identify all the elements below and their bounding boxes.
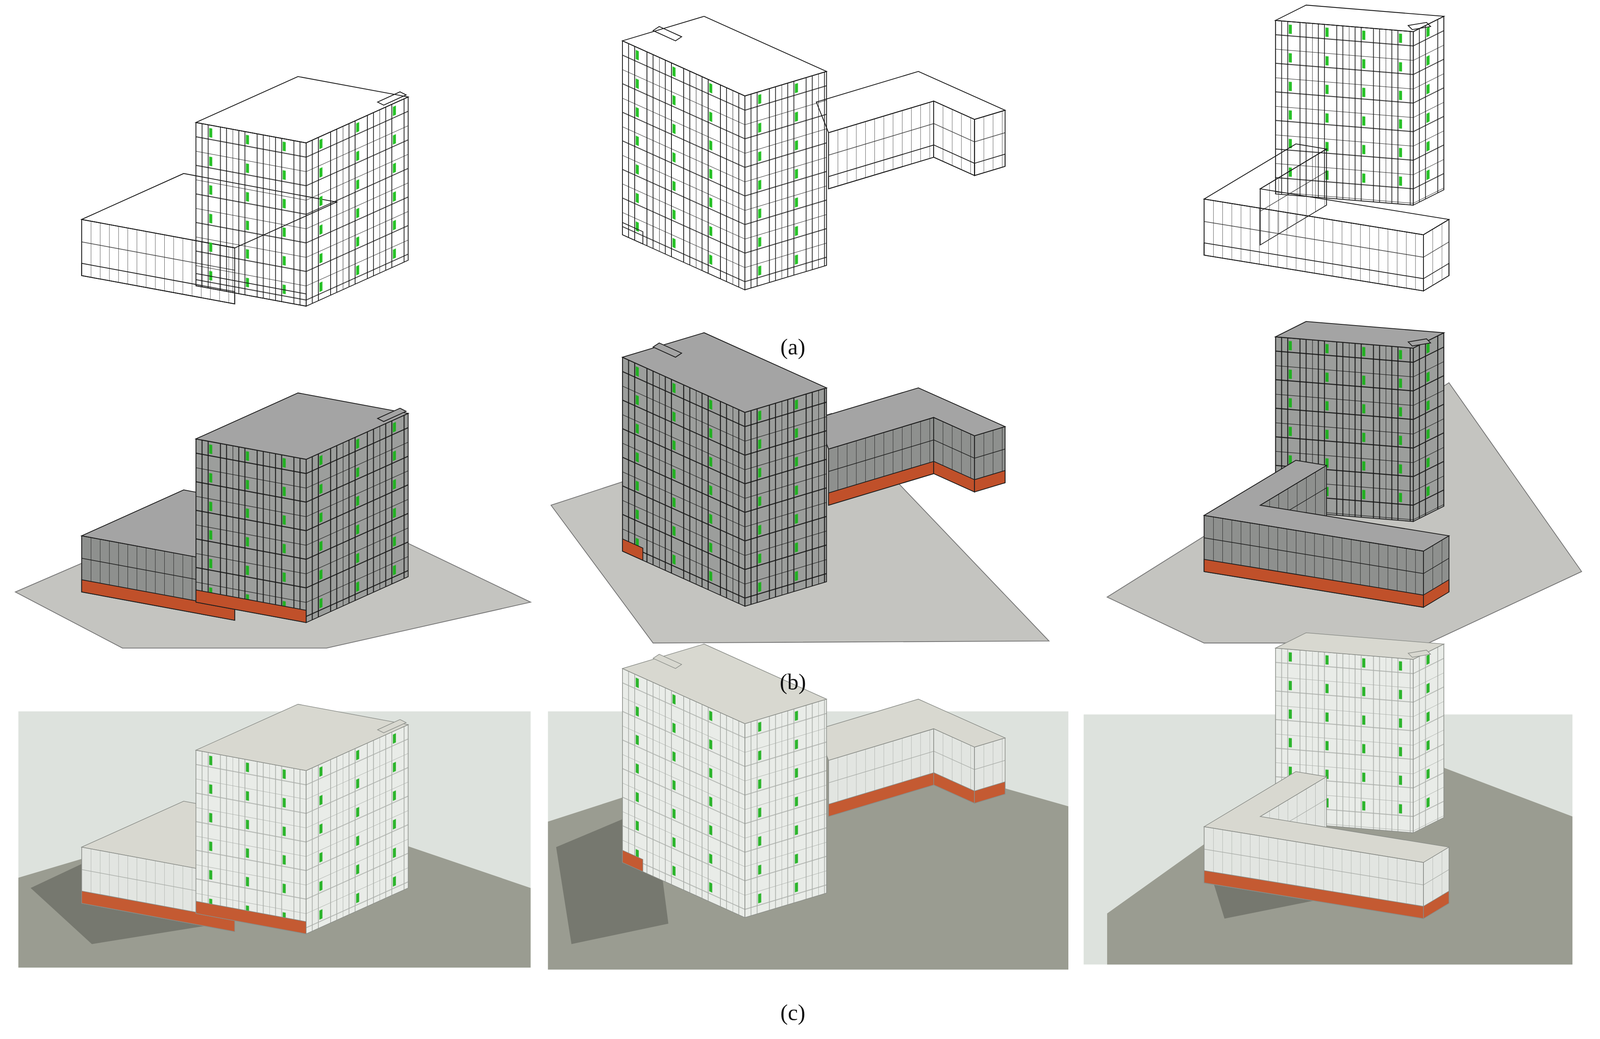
shaded-row (15, 321, 1582, 649)
building-shaded (1204, 321, 1450, 608)
building-render (622, 643, 1006, 918)
building-render (81, 704, 409, 934)
building-render (1204, 632, 1450, 919)
building-shaded (81, 392, 409, 623)
panel-label: (a) (780, 333, 806, 361)
building-shaded (622, 332, 1006, 606)
rendered-row (81, 632, 1450, 934)
building-wireframe (1204, 5, 1450, 291)
wireframe-row (81, 5, 1450, 307)
building-wireframe (622, 16, 1006, 290)
panel-label: (b) (779, 668, 806, 696)
building-wireframe (81, 76, 409, 307)
panel-label: (c) (780, 998, 806, 1026)
